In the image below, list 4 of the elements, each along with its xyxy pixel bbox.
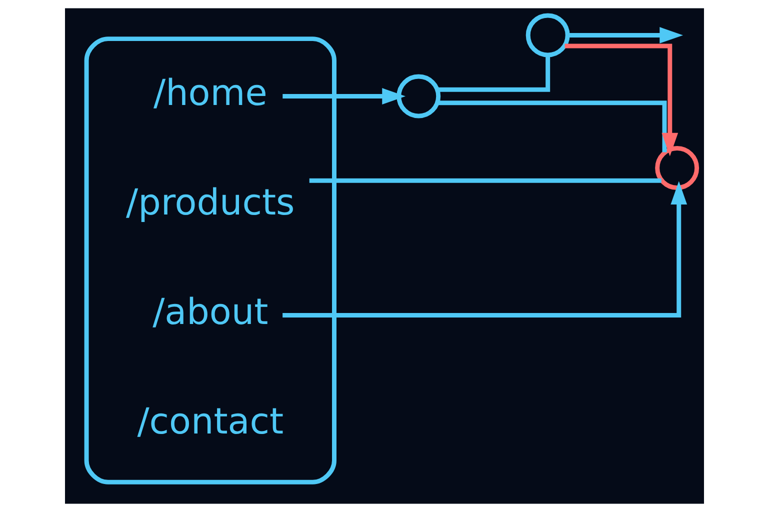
node-text: /home — [152, 73, 267, 114]
node-text: /contact — [136, 402, 284, 443]
node-text: /about — [152, 292, 268, 334]
node-text: /products — [126, 182, 294, 224]
